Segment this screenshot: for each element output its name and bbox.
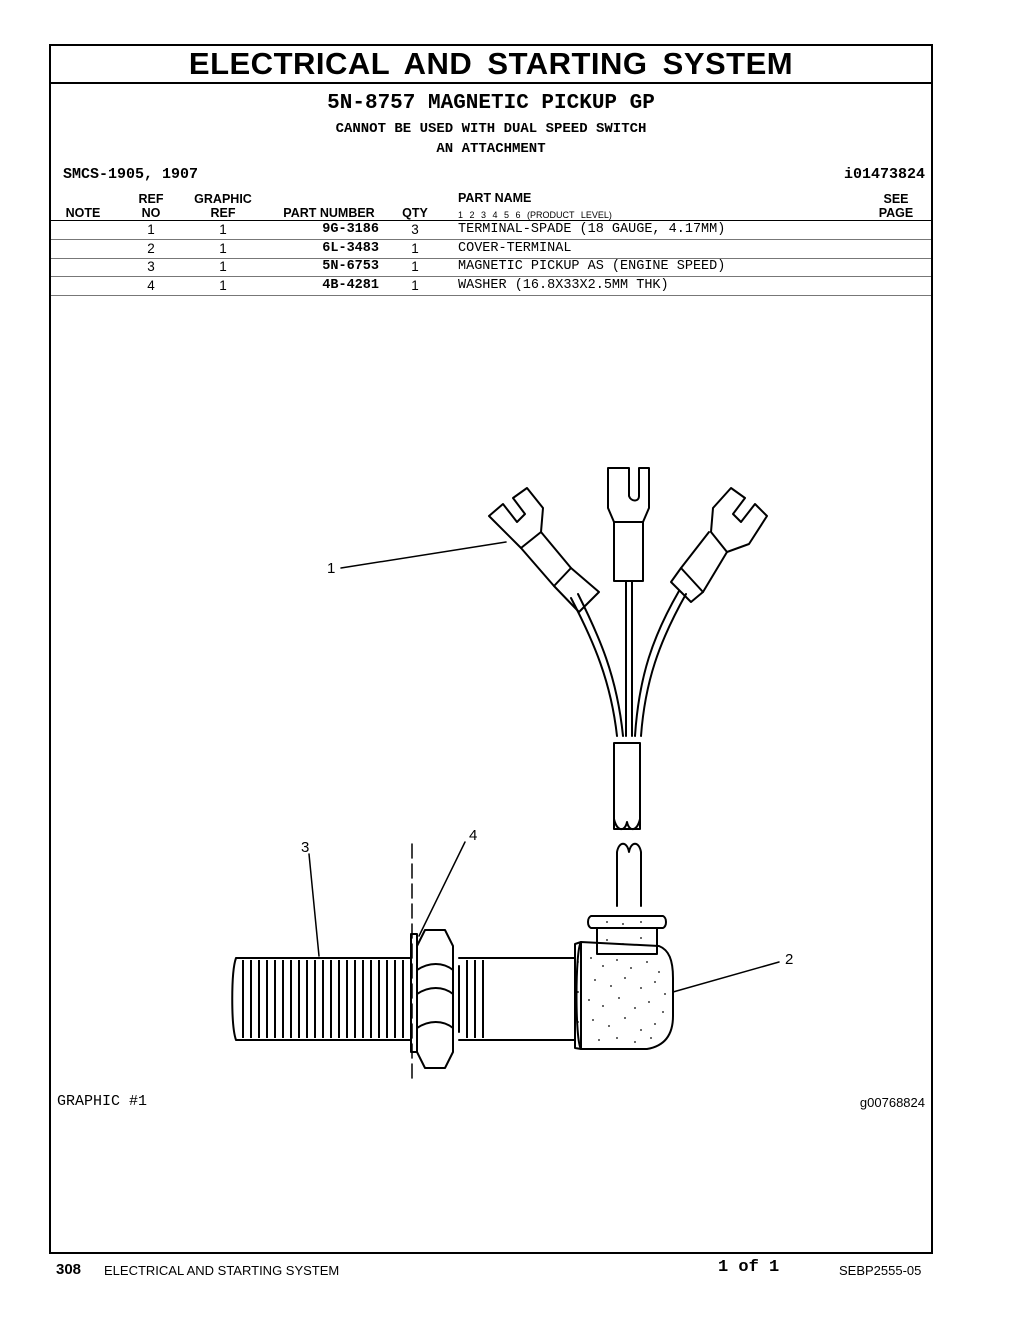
- cover-stipple: [577, 921, 666, 1043]
- row-qty: 3: [411, 222, 419, 237]
- col-see-bottom: PAGE: [878, 206, 914, 220]
- row-part-name: COVER-TERMINAL: [458, 241, 572, 256]
- col-graphic-bottom: REF: [210, 206, 236, 220]
- wire-left: [577, 593, 624, 737]
- group-note-line-2: AN ATTACHMENT: [436, 141, 546, 157]
- row-part-name: MAGNETIC PICKUP AS (ENGINE SPEED): [458, 259, 726, 274]
- thread-stripes: [242, 960, 484, 1038]
- row-part-number[interactable]: 5N-6753: [322, 259, 379, 274]
- table-row: 2 1 6L-3483 1 COVER-TERMINAL: [51, 240, 931, 259]
- row-part-number[interactable]: 6L-3483: [322, 241, 379, 256]
- graphic-label: GRAPHIC #1: [57, 1093, 148, 1110]
- col-ref-top: REF: [138, 192, 164, 206]
- row-part-name: TERMINAL-SPADE (18 GAUGE, 4.17MM): [458, 222, 726, 237]
- col-see-top: SEE: [883, 192, 909, 206]
- section-title-bar: ELECTRICAL AND STARTING SYSTEM: [51, 46, 931, 84]
- leader-4: [418, 841, 466, 937]
- leader-2: [672, 961, 780, 993]
- document-id: i01473824: [843, 166, 925, 183]
- callout-4: 4: [469, 827, 477, 844]
- col-ref-bottom: NO: [141, 206, 161, 220]
- wire-left-b: [570, 597, 618, 737]
- row-qty: 1: [411, 259, 419, 274]
- row-graphic-ref: 1: [219, 222, 227, 237]
- footer-page-of: 1 of 1: [718, 1258, 780, 1277]
- col-qty: QTY: [402, 206, 428, 220]
- row-ref: 2: [147, 241, 155, 256]
- callout-1: 1: [327, 560, 335, 577]
- row-part-name: WASHER (16.8X33X2.5MM THK): [458, 278, 669, 293]
- table-row: 1 1 9G-3186 3 TERMINAL-SPADE (18 GAUGE, …: [51, 221, 931, 240]
- footer-page-number: 308: [56, 1261, 82, 1278]
- section-title: ELECTRICAL AND STARTING SYSTEM: [188, 46, 794, 81]
- spade-terminal-right: [670, 487, 768, 603]
- row-graphic-ref: 1: [219, 278, 227, 293]
- wire-right: [634, 590, 680, 737]
- leader-1: [340, 541, 507, 569]
- table-row: 3 1 5N-6753 1 MAGNETIC PICKUP AS (ENGINE…: [51, 258, 931, 277]
- leader-3: [308, 853, 320, 957]
- row-graphic-ref: 1: [219, 259, 227, 274]
- row-ref: 3: [147, 259, 155, 274]
- footer-section: ELECTRICAL AND STARTING SYSTEM: [104, 1263, 340, 1278]
- table-row: 4 1 4B-4281 1 WASHER (16.8X33X2.5MM THK): [51, 277, 931, 296]
- row-qty: 1: [411, 241, 419, 256]
- row-graphic-ref: 1: [219, 241, 227, 256]
- col-note: NOTE: [65, 206, 101, 220]
- row-ref: 1: [147, 222, 155, 237]
- col-part-number: PART NUMBER: [283, 206, 375, 220]
- magnetic-pickup-illustration: 1 2 3 4: [231, 467, 793, 1081]
- row-part-number[interactable]: 4B-4281: [322, 278, 379, 293]
- callout-3: 3: [301, 839, 309, 856]
- group-note-line-1: CANNOT BE USED WITH DUAL SPEED SWITCH: [335, 121, 647, 137]
- col-graphic-top: GRAPHIC: [194, 192, 252, 206]
- wire-right-b: [640, 593, 687, 737]
- row-ref: 4: [147, 278, 155, 293]
- row-part-number[interactable]: 9G-3186: [322, 222, 379, 237]
- smcs-code: SMCS-1905, 1907: [63, 166, 199, 183]
- group-title: 5N-8757 MAGNETIC PICKUP GP: [327, 92, 655, 115]
- row-qty: 1: [411, 278, 419, 293]
- spade-terminal-left: [488, 487, 600, 613]
- callout-2: 2: [785, 951, 793, 968]
- header-divider: [51, 220, 931, 221]
- graphic-id: g00768824: [859, 1095, 925, 1110]
- footer-doc-number: SEBP2555-05: [839, 1263, 922, 1278]
- col-part-name: PART NAME: [458, 191, 532, 205]
- spade-terminal-center: [607, 467, 650, 582]
- col-product-levels: 1 2 3 4 5 6 (PRODUCT LEVEL): [458, 210, 612, 220]
- page-frame: ELECTRICAL AND STARTING SYSTEM 5N-8757 M…: [49, 44, 933, 1254]
